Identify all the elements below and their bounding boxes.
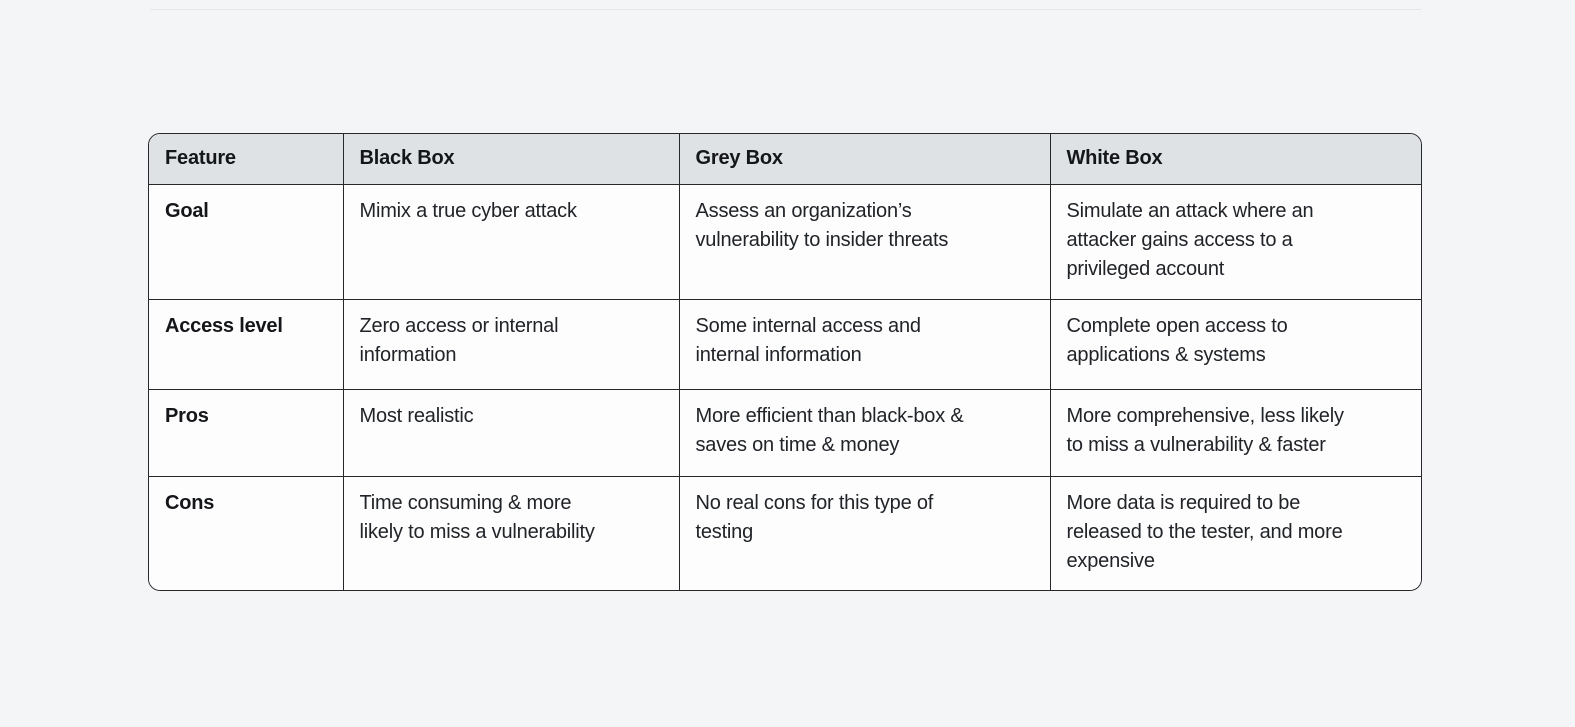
column-header-grey-box: Grey Box — [679, 134, 1051, 185]
pentest-comparison-table: Feature Black Box Grey Box White Box Goa… — [149, 134, 1421, 590]
top-divider — [150, 9, 1421, 10]
cell-access-grey-box: Some internal access and internal inform… — [679, 299, 1051, 390]
row-label-cons: Cons — [149, 476, 344, 590]
cell-pros-white-box: More comprehensive, less likely to miss … — [1050, 389, 1421, 477]
row-label-pros: Pros — [149, 389, 344, 477]
cell-goal-grey-box: Assess an organization’s vulnerability t… — [679, 184, 1051, 300]
cell-goal-black-box: Mimix a true cyber attack — [343, 184, 680, 300]
cell-access-black-box: Zero access or internal information — [343, 299, 680, 390]
column-header-white-box: White Box — [1050, 134, 1421, 185]
table-row-cons: Cons Time consuming & more likely to mis… — [149, 476, 1421, 590]
cell-pros-black-box: Most realistic — [343, 389, 680, 477]
table-row-access-level: Access level Zero access or internal inf… — [149, 299, 1421, 390]
cell-access-white-box: Complete open access to applications & s… — [1050, 299, 1421, 390]
cell-goal-white-box: Simulate an attack where an attacker gai… — [1050, 184, 1421, 300]
comparison-table-card: Feature Black Box Grey Box White Box Goa… — [148, 133, 1422, 591]
cell-pros-grey-box: More efficient than black-box & saves on… — [679, 389, 1051, 477]
row-label-access-level: Access level — [149, 299, 344, 390]
cell-cons-grey-box: No real cons for this type of testing — [679, 476, 1051, 590]
cell-cons-black-box: Time consuming & more likely to miss a v… — [343, 476, 680, 590]
row-label-goal: Goal — [149, 184, 344, 300]
table-row-pros: Pros Most realistic More efficient than … — [149, 389, 1421, 477]
column-header-black-box: Black Box — [343, 134, 680, 185]
cell-cons-white-box: More data is required to be released to … — [1050, 476, 1421, 590]
column-header-feature: Feature — [149, 134, 344, 185]
table-row-goal: Goal Mimix a true cyber attack Assess an… — [149, 184, 1421, 300]
header-row: Feature Black Box Grey Box White Box — [149, 134, 1421, 185]
